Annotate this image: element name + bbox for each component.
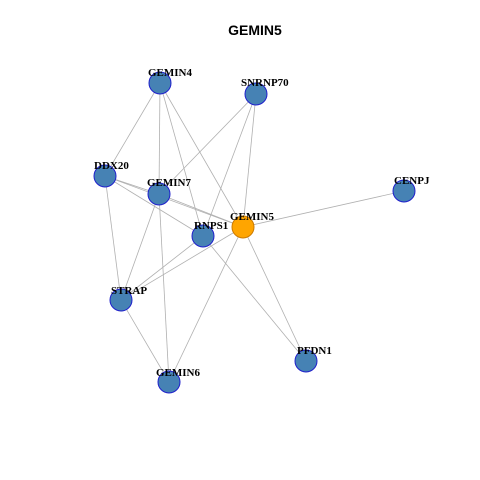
edge-gemin5-cenpj (242, 190, 405, 228)
edge-gemin5-strap (120, 226, 244, 301)
edge-gemin4-gemin5 (159, 82, 244, 228)
node-gemin5[interactable]: GEMIN5 (230, 211, 275, 239)
node-circle[interactable] (392, 179, 416, 203)
node-circle[interactable] (93, 164, 117, 188)
node-label: DDX20 (94, 160, 129, 172)
node-circle[interactable] (231, 215, 255, 239)
node-circle[interactable] (157, 370, 181, 394)
node-label: STRAP (111, 285, 147, 297)
edge-rnps1-pfdn1 (202, 235, 307, 362)
node-gemin6[interactable]: GEMIN6 (156, 367, 201, 394)
edge-rnps1-strap (120, 235, 204, 301)
node-circle[interactable] (191, 224, 215, 248)
edge-gemin4-ddx20 (104, 82, 161, 177)
edge-snrnp70-gemin7 (158, 93, 257, 195)
node-circle[interactable] (109, 288, 133, 312)
node-label: SNRNP70 (241, 77, 289, 89)
node-circle[interactable] (294, 349, 318, 373)
edge-strap-gemin6 (120, 299, 170, 383)
edge-layer (104, 82, 405, 383)
edge-gemin7-gemin6 (158, 193, 170, 383)
node-label: CENPJ (394, 175, 430, 187)
edge-snrnp70-gemin5 (242, 93, 257, 228)
edge-ddx20-gemin5 (104, 175, 244, 228)
edge-gemin4-gemin7 (158, 82, 161, 195)
node-rnps1[interactable]: RNPS1 (191, 220, 228, 248)
edge-snrnp70-rnps1 (202, 93, 257, 237)
edge-ddx20-rnps1 (104, 175, 204, 237)
node-cenpj[interactable]: CENPJ (392, 175, 430, 203)
graph-title: GEMIN5 (228, 22, 282, 38)
node-strap[interactable]: STRAP (109, 285, 147, 312)
node-circle[interactable] (148, 71, 172, 95)
node-circle[interactable] (147, 182, 171, 206)
node-label: PFDN1 (297, 345, 332, 357)
node-label: GEMIN5 (230, 211, 275, 223)
node-gemin4[interactable]: GEMIN4 (148, 67, 193, 95)
node-ddx20[interactable]: DDX20 (93, 160, 129, 188)
node-label: GEMIN4 (148, 67, 193, 79)
node-circle[interactable] (244, 82, 268, 106)
node-label: GEMIN6 (156, 367, 201, 379)
edge-gemin4-rnps1 (159, 82, 204, 237)
edge-ddx20-strap (104, 175, 122, 301)
node-snrnp70[interactable]: SNRNP70 (241, 77, 289, 106)
edge-gemin5-pfdn1 (242, 226, 307, 362)
edge-gemin7-gemin5 (158, 193, 244, 228)
edge-gemin7-strap (120, 193, 160, 301)
edge-gemin5-gemin6 (168, 226, 244, 383)
node-gemin7[interactable]: GEMIN7 (147, 177, 192, 206)
node-label: GEMIN7 (147, 177, 192, 189)
node-label: RNPS1 (194, 220, 228, 232)
node-pfdn1[interactable]: PFDN1 (294, 345, 332, 373)
